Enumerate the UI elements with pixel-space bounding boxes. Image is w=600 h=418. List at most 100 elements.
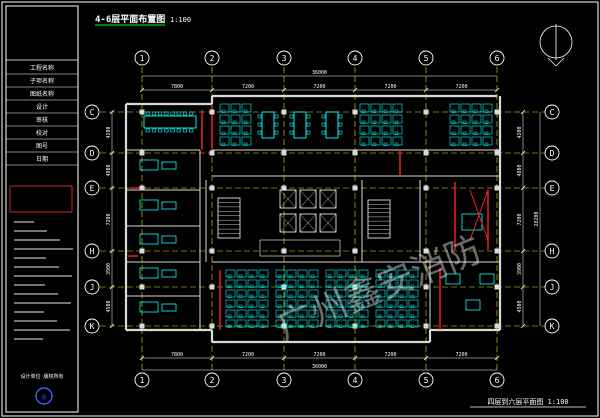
chair bbox=[274, 122, 279, 127]
workstation bbox=[397, 279, 408, 288]
workstation bbox=[392, 114, 403, 124]
title-block-row: 图纸名称 bbox=[30, 90, 54, 98]
chair bbox=[473, 109, 478, 113]
workstation bbox=[325, 289, 336, 298]
grid-bubble-row-label: C bbox=[550, 108, 555, 117]
elevator-cross bbox=[319, 213, 337, 233]
chair bbox=[257, 130, 262, 135]
chair bbox=[451, 109, 456, 113]
workstation bbox=[241, 136, 252, 146]
chair bbox=[310, 294, 315, 298]
workstation bbox=[247, 309, 258, 318]
workstation bbox=[286, 299, 297, 308]
workstation bbox=[219, 136, 230, 146]
workstation bbox=[392, 103, 403, 113]
structural-column bbox=[494, 185, 500, 191]
structural-column bbox=[139, 284, 145, 290]
chair bbox=[238, 274, 243, 278]
chair bbox=[257, 114, 262, 119]
chair bbox=[260, 274, 265, 278]
workstation bbox=[230, 136, 241, 146]
structural-column bbox=[494, 248, 500, 254]
workstation bbox=[370, 103, 381, 113]
dimension-label: 4800 bbox=[517, 164, 523, 176]
structural-column bbox=[352, 323, 358, 329]
chair bbox=[299, 284, 304, 288]
grid-bubble-column-label: 1 bbox=[140, 376, 145, 385]
dimension-label: 4500 bbox=[517, 300, 523, 312]
chair bbox=[232, 131, 237, 135]
workstation bbox=[219, 114, 230, 124]
chair bbox=[288, 294, 293, 298]
workstation bbox=[359, 125, 370, 135]
workstation bbox=[408, 319, 419, 328]
workstation bbox=[392, 125, 403, 135]
dimension-tick bbox=[139, 355, 145, 361]
workstation bbox=[449, 114, 460, 124]
chair bbox=[170, 128, 175, 133]
chair bbox=[289, 130, 294, 135]
workstation bbox=[408, 289, 419, 298]
dimension-tick bbox=[139, 87, 145, 93]
workstation bbox=[308, 289, 319, 298]
chair bbox=[299, 274, 304, 278]
workstation bbox=[219, 125, 230, 135]
structural-column bbox=[281, 185, 287, 191]
workstation bbox=[336, 319, 347, 328]
grid-bubble-column bbox=[489, 50, 505, 66]
grid-bubble-row bbox=[84, 318, 100, 334]
workstation bbox=[258, 289, 269, 298]
chair bbox=[338, 314, 343, 318]
company-logo-mark: ◎ bbox=[42, 392, 47, 401]
chair bbox=[299, 294, 304, 298]
dimension-tick bbox=[109, 150, 115, 156]
workstation bbox=[370, 136, 381, 146]
grid-bubble-row bbox=[84, 279, 100, 295]
chair bbox=[394, 109, 399, 113]
chair bbox=[372, 131, 377, 135]
grid-bubble-column-label: 5 bbox=[424, 54, 429, 63]
grid-bubble-column bbox=[276, 372, 292, 388]
workstation bbox=[397, 319, 408, 328]
dimension-label: 7200 bbox=[455, 352, 467, 358]
chair bbox=[238, 294, 243, 298]
chair bbox=[361, 142, 366, 146]
chair bbox=[288, 314, 293, 318]
chair bbox=[361, 120, 366, 124]
chair bbox=[462, 120, 467, 124]
chair bbox=[360, 274, 365, 278]
chair bbox=[310, 324, 315, 328]
chair bbox=[410, 304, 415, 308]
office-desk bbox=[479, 273, 495, 285]
structural-column bbox=[139, 150, 145, 156]
chair bbox=[388, 274, 393, 278]
workstation bbox=[392, 136, 403, 146]
chair bbox=[349, 284, 354, 288]
dimension-tick bbox=[109, 248, 115, 254]
chair bbox=[145, 128, 150, 133]
dimension-label: 4200 bbox=[106, 126, 112, 138]
structural-column bbox=[281, 323, 287, 329]
grid-bubble-column-label: 3 bbox=[282, 54, 287, 63]
structural-column bbox=[352, 185, 358, 191]
bottom-title: 四层到六层平面图 1:100 bbox=[487, 397, 568, 406]
grid-bubble-row-label: C bbox=[90, 108, 95, 117]
workstation bbox=[336, 279, 347, 288]
title-block-row: 日期 bbox=[36, 155, 48, 163]
workstation bbox=[225, 319, 236, 328]
furniture bbox=[139, 103, 495, 328]
office-sofa bbox=[161, 201, 177, 210]
north-arrow-icon bbox=[539, 24, 573, 67]
workstation bbox=[297, 309, 308, 318]
workstation bbox=[258, 269, 269, 278]
workstation bbox=[482, 103, 493, 113]
workstation bbox=[325, 279, 336, 288]
structural-column bbox=[281, 248, 287, 254]
structural-column bbox=[209, 284, 215, 290]
elevator-shaft bbox=[279, 213, 297, 233]
chair bbox=[221, 120, 226, 124]
chair bbox=[388, 324, 393, 328]
workstation bbox=[230, 114, 241, 124]
